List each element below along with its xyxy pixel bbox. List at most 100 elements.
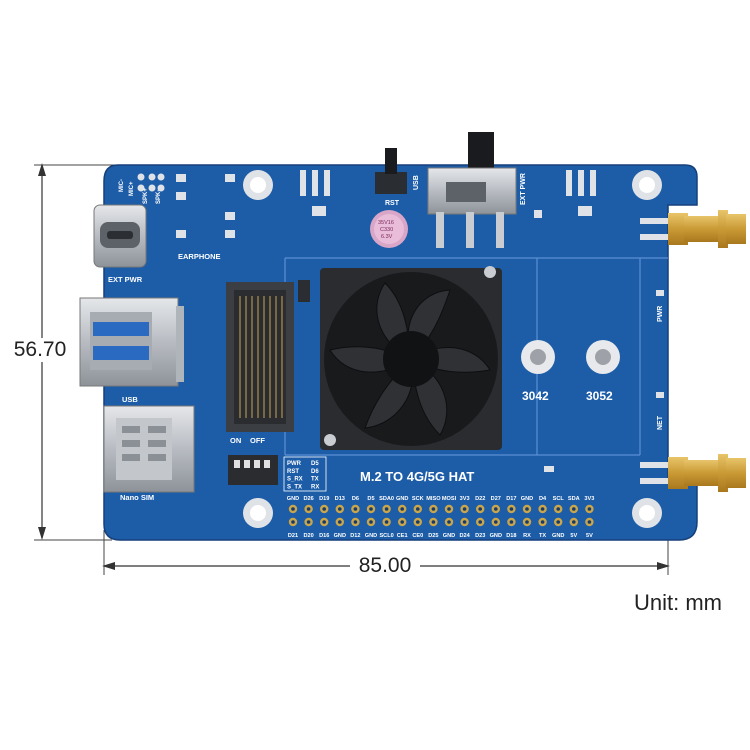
gpio-pin-label: SCL0 [379, 533, 393, 539]
gpio-pin-hole [353, 507, 358, 511]
gpio-pin-label: SDA [568, 496, 580, 502]
mounting-hole [632, 498, 662, 528]
gpio-pin-hole [509, 507, 514, 511]
pwr-led-label: PWR [657, 306, 664, 322]
power-slide-switch[interactable] [427, 132, 517, 248]
gpio-pin-hole [572, 520, 576, 524]
gpio-header [288, 504, 594, 527]
nano-sim-label: Nano SIM [120, 493, 154, 502]
gpio-pin-label: D20 [303, 533, 313, 539]
gpio-pin-label: D25 [428, 533, 438, 539]
mic-plus-label: MIC+ [129, 181, 135, 196]
spk-minus-label: SPK- [156, 190, 162, 204]
gpio-pin-label: D24 [459, 533, 470, 539]
mic-minus-label: MIC- [119, 179, 125, 192]
gpio-pin-label: 3V3 [584, 496, 594, 502]
gpio-pin-label: D17 [506, 496, 516, 502]
gpio-pin-hole [572, 507, 576, 511]
width-arrow-left [102, 562, 115, 570]
capacitor-rating-2: C330 [380, 227, 393, 233]
gpio-pin-hole [494, 507, 498, 511]
gpio-pin-hole [462, 520, 467, 524]
height-label: 56.70 [0, 338, 80, 362]
gpio-pin-label: GND [396, 496, 408, 502]
dip-switch[interactable] [228, 455, 278, 485]
gpio-pin-label: GND [334, 533, 346, 539]
gpio-pin-hole [540, 520, 545, 524]
m2-standoff-3052 [586, 340, 620, 374]
gpio-pin-hole [525, 507, 529, 511]
m2-slot [226, 280, 310, 432]
m2-standoff-3042 [521, 340, 555, 374]
gpio-pin-hole [353, 520, 358, 524]
gpio-pin-hole [322, 520, 327, 524]
mounting-hole [243, 170, 273, 200]
gpio-pin-hole [416, 507, 420, 511]
gpio-pin-hole [478, 507, 483, 511]
rst-label: RST [385, 200, 400, 207]
switch-table-cell: S_TX [287, 484, 302, 490]
reset-button[interactable] [375, 148, 407, 194]
gpio-pin-hole [306, 507, 311, 511]
gpio-pin-hole [431, 520, 436, 524]
gpio-pin-label: CE1 [397, 533, 408, 539]
gpio-pin-label: SDA0 [379, 496, 394, 502]
gpio-pin-hole [338, 507, 342, 511]
gpio-pin-label: MOSI [442, 496, 457, 502]
switch-table-cell: PWR [287, 461, 302, 467]
switch-table-cell: D5 [311, 461, 319, 467]
gpio-pin-hole [306, 520, 311, 524]
gpio-pin-hole [447, 520, 451, 524]
ext-pwr-switch-label: EXT PWR [520, 173, 527, 205]
capacitor-rating-1: 35V16 [378, 220, 394, 226]
switch-table-cell: D6 [311, 469, 319, 475]
gpio-pin-label: 3V3 [460, 496, 470, 502]
gpio-pin-label: GND [521, 496, 533, 502]
gpio-pin-label: GND [552, 533, 564, 539]
gpio-pin-hole [400, 520, 405, 524]
switch-table-frame [283, 456, 327, 492]
gpio-pin-label: D21 [288, 533, 298, 539]
gpio-pin-label: SCK [412, 496, 424, 502]
ext-pwr-label: EXT PWR [108, 275, 143, 284]
gpio-pin-hole [540, 507, 545, 511]
gpio-pin-label: D12 [350, 533, 360, 539]
mounting-hole [243, 498, 273, 528]
gpio-pin-hole [478, 520, 483, 524]
sma-antenna-connector-bottom [640, 454, 746, 492]
sim-card-holder [103, 405, 195, 493]
gpio-pin-label: TX [539, 533, 546, 539]
gpio-pin-label: D4 [539, 496, 547, 502]
gpio-pin-hole [447, 507, 451, 511]
gpio-pin-label: MISO [426, 496, 441, 502]
gpio-pin-hole [384, 507, 389, 511]
gpio-pin-label: GND [490, 533, 502, 539]
board-title: M.2 TO 4G/5G HAT [360, 469, 474, 484]
capacitor-rating-3: 6.3V [381, 234, 393, 240]
usb-a-connector [79, 297, 184, 387]
gpio-pin-hole [509, 520, 514, 524]
gpio-pin-label: D23 [475, 533, 485, 539]
height-arrow-bottom [38, 527, 46, 540]
gpio-pin-label: GND [287, 496, 299, 502]
width-arrow-right [657, 562, 670, 570]
gpio-pin-hole [369, 520, 373, 524]
electrolytic-capacitor [370, 210, 408, 248]
gpio-pin-hole [462, 507, 467, 511]
gpio-pin-hole [556, 507, 560, 511]
gpio-pin-hole [525, 520, 529, 524]
gpio-pin-hole [322, 507, 327, 511]
gpio-pin-label: 5V [586, 533, 593, 539]
gpio-pin-hole [338, 520, 342, 524]
gpio-pin-hole [416, 520, 420, 524]
gpio-pin-label: CE0 [412, 533, 423, 539]
gpio-pin-hole [291, 507, 295, 511]
gpio-pin-hole [400, 507, 405, 511]
width-label: 85.00 [350, 554, 420, 578]
height-arrow-top [38, 163, 46, 176]
switch-table-cell: RST [287, 469, 299, 475]
gpio-pin-label: D26 [303, 496, 313, 502]
gpio-pin-hole [384, 520, 389, 524]
